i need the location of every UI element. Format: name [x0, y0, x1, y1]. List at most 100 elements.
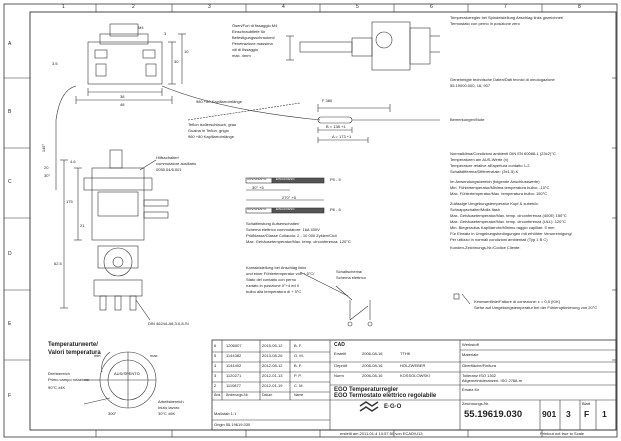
col-label-5: 5 — [356, 4, 359, 10]
col-label-1: 1 — [62, 4, 65, 10]
note-21: Kennwertlinie/Fattore di correzione: ε =… — [474, 299, 561, 304]
hilfsschalter-it: commutatore ausiliario — [156, 161, 197, 166]
kontakt-3: Stato del contatto con perno — [246, 277, 297, 282]
arbeitsbereich-it: Inizio lavoro — [158, 405, 180, 410]
col-label-6: 6 — [430, 4, 433, 10]
cad-label: CAD — [334, 342, 345, 348]
dim-3-5: 3.5 — [52, 61, 58, 66]
dim-48: 48 — [120, 102, 125, 107]
dial-aus: AUS/SPENTO — [114, 371, 140, 376]
wiring-ein-1: EIN/ACCESO — [276, 177, 295, 181]
schaltung-1: Schaltleistung Aufsenschalter/ — [246, 221, 300, 226]
schaltung-4: Max. Gehäusetemperatur/Max. temp. circon… — [246, 239, 351, 244]
rev-no: 1144382 — [226, 353, 242, 358]
arbeitsbereich: Arbeitsbereich — [158, 399, 184, 404]
material-it: Materiale — [462, 352, 479, 357]
rev-date: 2012-01-19 — [262, 383, 283, 388]
note-9: Schaltdifferenz/Differenziale: (3±1.5) K — [450, 169, 519, 174]
row-label-c: C — [8, 179, 12, 185]
dial-max: max — [150, 353, 158, 358]
note-3: Genehmigte technische Daten/Dati tecnici… — [450, 77, 555, 82]
drehbereich: Drehbereich — [48, 371, 70, 376]
note-17: Min. Biegeradius Kapillarrohr/Minimo rag… — [450, 225, 555, 230]
wiring-p6: P6 - 6 — [330, 207, 341, 212]
rev-idx: 2 — [214, 383, 217, 388]
dim-4-6: 4.6 — [70, 159, 76, 164]
schema-it: Schema elettrico — [336, 275, 366, 280]
wiring-angle-270: 270° +5 — [282, 195, 296, 200]
angle-145: 145° — [41, 143, 47, 153]
rev-date: 2013-08-26 — [262, 353, 283, 358]
glands-note-4: Penetrazione massima — [232, 41, 273, 46]
dim-m4: M4 — [138, 25, 144, 30]
rev-name: B. F. — [294, 363, 303, 368]
rev-idx: 4 — [214, 363, 217, 368]
rev-date: 2015-05-12 — [262, 343, 283, 348]
glands-note-5: viti di fissaggio — [232, 47, 259, 52]
note-6: Normalklima/Condizioni ambienti DIN EN 6… — [450, 151, 556, 156]
title-it: EGO Termostato elettrico regolabile — [334, 393, 437, 399]
gepr-date: 2006-08-16 — [362, 363, 383, 368]
note-20: Kunden-Zeichnungs-Nr./Codice Cliente: — [450, 245, 521, 250]
rev-head-no: Änderungs-Nr. — [226, 393, 249, 397]
page-code: 1 — [602, 409, 607, 419]
col-label-7: 7 — [504, 4, 507, 10]
glands-note-6: max. 4mm — [232, 53, 251, 58]
kontakt-5: bulbo alla temperatura di + 5°C — [246, 289, 302, 294]
note-19: Per utilizzo in normali condizioni ambie… — [450, 237, 548, 242]
format-code: 901 — [542, 409, 557, 419]
hilfsschalter-de: Hilfsschalter/ — [156, 155, 179, 160]
row-label-f: F — [8, 393, 12, 399]
index-code: F — [584, 409, 590, 419]
dim-a: A = 173 +1 — [332, 134, 352, 139]
norm-label: Norm — [334, 373, 344, 378]
dim-20: 20 — [44, 165, 49, 170]
rev-head-name: Name — [294, 393, 304, 397]
note-5: Bemerkungen/Note — [450, 117, 485, 122]
teflon-de: Teflon isolierschlauch, grau — [188, 122, 237, 127]
note-18: Für Einsatz in Umgebungsbedingungen mit … — [450, 231, 572, 236]
kontakt-4: ruotato in posizione 0°+4 ed il — [246, 283, 299, 288]
glands-note-1: Ösen/Fori di fissaggio M4 — [232, 23, 278, 28]
bearb-name: TTHK — [400, 351, 411, 356]
wiring-aus-1: AUS/SPENTO — [247, 177, 267, 181]
masstab-label: Maßstab 1:1 — [214, 411, 237, 416]
note-22: Siehe auf Umgebungstemperatur bei der Fü… — [474, 305, 598, 310]
teflon-length: 960 +80 Kapillarrohrlänge — [188, 134, 234, 139]
sheet-code: 3 — [566, 409, 571, 419]
bearb-label: Erstellt — [334, 351, 347, 356]
dim-3: 3 — [164, 31, 167, 36]
glands-note-3: Befestigungsschrauben/ — [232, 35, 275, 40]
kontakt-1: Kontaktstellung bei Anschlag links — [246, 265, 307, 270]
note-10: Im Anwendungsbereich (folgende Anschluss… — [450, 179, 540, 184]
temp-title-de: Temperaturwerte/ — [48, 342, 98, 348]
temp-title-it: Valori temperatura — [48, 350, 101, 356]
din-label: DIN 46244-A6,3-0,8-St — [148, 321, 189, 326]
note-7: Temperaturen am AUS-Werte (±) — [450, 157, 509, 162]
rev-head-date: Datum — [262, 393, 273, 397]
rev-idx: 6 — [214, 343, 217, 348]
note-15: Max. Gehäusetemperatur/Max. temp. circon… — [450, 213, 567, 218]
dim-175: 175 — [66, 199, 73, 204]
capillary-length: 980 +80 Kapillarrohrlänge — [196, 99, 242, 104]
drawing-no-label: Zeichnungs-Nr. — [462, 401, 490, 406]
rev-idx: 5 — [214, 353, 217, 358]
company-logo: E·G·O — [384, 404, 402, 410]
rev-no: 1120271 — [226, 373, 242, 378]
kontakt-2: und einer Fühlertemperatur von + 5°C/ — [246, 271, 315, 276]
footer-scale-note: Printout not true to Scale — [540, 431, 585, 436]
note-13: Zulässige Umgebungstemperatur Kopf & zub… — [450, 201, 539, 206]
note-11: Min. Fühlertemperatur/Minima temperatura… — [450, 185, 550, 190]
ersetzt-label: Ersatz für — [462, 387, 480, 392]
note-12: Max. Fühlertemperatur/Max. temperatura b… — [450, 191, 548, 196]
deg-300: 300° — [108, 411, 117, 416]
schema-de: Schaltschema/ — [336, 269, 363, 274]
rev-head-idx: Änd. — [214, 393, 222, 397]
rev-name: B. F. — [294, 343, 303, 348]
rev-no: 1206007 — [226, 343, 242, 348]
col-label-8: 8 — [578, 4, 581, 10]
note-2: Termostato con perno in posizione zero — [450, 21, 520, 26]
rev-date: 2012-01-13 — [262, 373, 283, 378]
